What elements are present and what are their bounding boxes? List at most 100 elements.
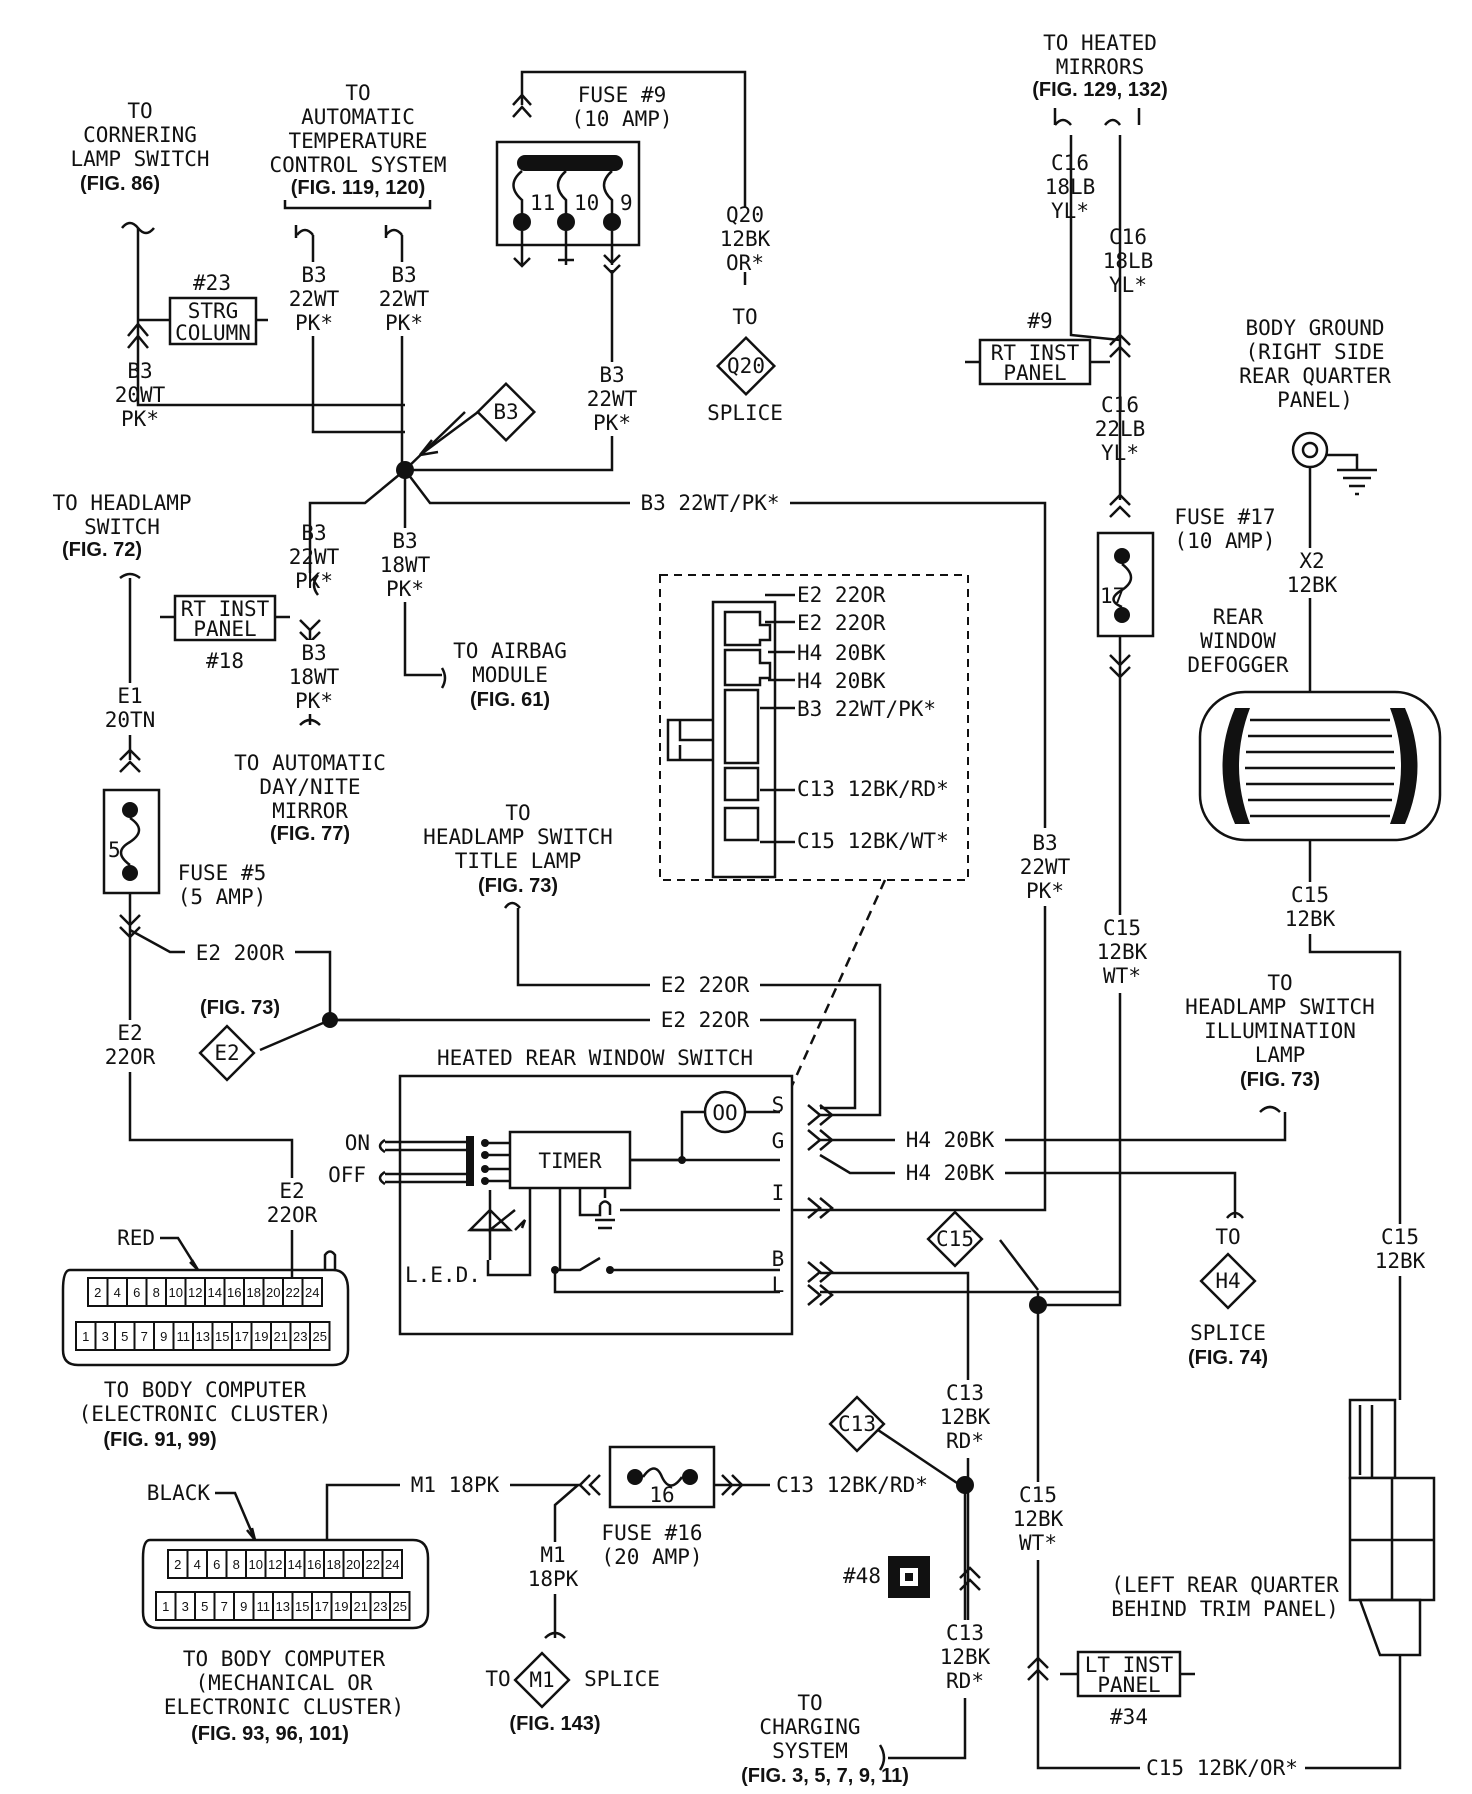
svg-text:CONTROL SYSTEM: CONTROL SYSTEM <box>269 153 446 177</box>
svg-text:TO: TO <box>1267 971 1292 995</box>
svg-text:17: 17 <box>1100 584 1125 608</box>
pin-number: 7 <box>141 1329 148 1344</box>
svg-text:22WT: 22WT <box>289 287 340 311</box>
svg-text:22WT: 22WT <box>289 545 340 569</box>
svg-text:22WT: 22WT <box>379 287 430 311</box>
b3-right-label: B3 22WT PK* <box>1018 828 1072 906</box>
svg-text:PK*: PK* <box>593 411 631 435</box>
pin-number: 19 <box>254 1329 268 1344</box>
wires <box>128 70 1402 1770</box>
svg-text:B3: B3 <box>391 263 416 287</box>
h4-wire-labels: H4 20BK H4 20BK <box>895 1127 1005 1186</box>
svg-text:REAR QUARTER: REAR QUARTER <box>1239 364 1391 388</box>
b3-atc1-label: B3 22WT PK* <box>288 262 340 336</box>
svg-text:TO AUTOMATIC: TO AUTOMATIC <box>234 751 386 775</box>
e2-200r-label: E2 20OR <box>185 940 295 966</box>
pin-number: 20 <box>266 1285 280 1300</box>
svg-text:(LEFT REAR QUARTER: (LEFT REAR QUARTER <box>1111 1573 1339 1597</box>
pin-number: 6 <box>213 1557 220 1572</box>
c15-wt2-label: C15 12BK WT* <box>1008 1482 1068 1560</box>
rt-inst-panel-9: #9 RT INST PANEL <box>965 309 1110 386</box>
pin-cell <box>309 1321 331 1351</box>
pin-number: 17 <box>235 1329 249 1344</box>
svg-text:PK*: PK* <box>1026 879 1064 903</box>
svg-text:S: S <box>772 1093 785 1117</box>
svg-text:B: B <box>772 1247 785 1271</box>
svg-text:C15: C15 <box>1291 883 1329 907</box>
svg-text:C13: C13 <box>946 1621 984 1645</box>
pin-cell <box>301 1277 323 1307</box>
svg-text:YL*: YL* <box>1051 199 1089 223</box>
svg-text:C15: C15 <box>1103 916 1141 940</box>
svg-text:RT INST: RT INST <box>181 597 270 621</box>
connector-symbols <box>119 93 1281 1771</box>
svg-text:(FIG. 143): (FIG. 143) <box>509 1713 600 1735</box>
pin-number: 8 <box>153 1285 160 1300</box>
daynite-label: TO AUTOMATIC DAY/NITE MIRROR (FIG. 77) <box>234 751 386 845</box>
svg-text:PK*: PK* <box>385 311 423 335</box>
pin-number: 21 <box>354 1599 368 1614</box>
pin-number: 5 <box>201 1599 208 1614</box>
svg-text:TO BODY COMPUTER: TO BODY COMPUTER <box>104 1378 307 1402</box>
svg-text:C13: C13 <box>838 1412 876 1436</box>
svg-text:LT INST: LT INST <box>1085 1653 1174 1677</box>
pin-number: 13 <box>276 1599 290 1614</box>
svg-text:OFF: OFF <box>328 1163 366 1187</box>
svg-text:12BK: 12BK <box>940 1645 991 1669</box>
svg-text:DAY/NITE: DAY/NITE <box>259 775 360 799</box>
pin-number: 10 <box>169 1285 183 1300</box>
svg-text:C15: C15 <box>936 1227 974 1251</box>
pin-number: 14 <box>288 1557 302 1572</box>
svg-text:H4 20BK: H4 20BK <box>797 641 886 665</box>
fuse16: 16 FUSE #16 (20 AMP) <box>601 1445 716 1569</box>
svg-text:WT*: WT* <box>1103 964 1141 988</box>
svg-text:WINDOW: WINDOW <box>1200 629 1276 653</box>
svg-text:LAMP: LAMP <box>1255 1043 1306 1067</box>
svg-text:(20 AMP): (20 AMP) <box>601 1545 702 1569</box>
svg-text:YL*: YL* <box>1101 441 1139 465</box>
svg-text:12BK: 12BK <box>1013 1507 1064 1531</box>
c16c-label: C16 22LB YL* <box>1095 393 1146 465</box>
svg-text:C15 12BK/WT*: C15 12BK/WT* <box>797 829 949 853</box>
svg-text:16: 16 <box>649 1483 674 1507</box>
svg-text:SYSTEM: SYSTEM <box>772 1739 848 1763</box>
svg-text:SPLICE: SPLICE <box>1190 1321 1266 1345</box>
svg-text:TO: TO <box>1215 1225 1240 1249</box>
svg-text:(FIG. 119, 120): (FIG. 119, 120) <box>291 177 426 199</box>
pin-number: 13 <box>196 1329 210 1344</box>
pin-number: 9 <box>240 1599 247 1614</box>
fuse17: 17 FUSE #17 (10 AMP) <box>1096 505 1276 638</box>
svg-text:TO: TO <box>732 305 757 329</box>
pin-number: 20 <box>346 1557 360 1572</box>
svg-text:H4 20BK: H4 20BK <box>906 1128 995 1152</box>
svg-text:C15: C15 <box>1019 1483 1057 1507</box>
svg-text:C13 12BK/RD*: C13 12BK/RD* <box>797 777 949 801</box>
svg-text:TO BODY COMPUTER: TO BODY COMPUTER <box>183 1647 386 1671</box>
b3-horizontal-label: B3 22WT/PK* <box>630 490 790 516</box>
c15-splice: C15 <box>926 1210 984 1268</box>
pin-number: 21 <box>274 1329 288 1344</box>
svg-text:FUSE #16: FUSE #16 <box>601 1521 702 1545</box>
e2-splice: (FIG. 73) E2 <box>198 997 280 1082</box>
svg-text:C16: C16 <box>1051 151 1089 175</box>
svg-text:C16: C16 <box>1109 225 1147 249</box>
lt-inst-panel-34: LT INST PANEL #34 <box>1060 1650 1195 1729</box>
svg-text:E2: E2 <box>117 1021 142 1045</box>
svg-text:X2: X2 <box>1299 549 1324 573</box>
fuse9-block: FUSE #9 (10 AMP) 11 10 9 <box>495 83 673 275</box>
svg-text:OO: OO <box>712 1101 737 1125</box>
svg-text:12BK: 12BK <box>1287 573 1338 597</box>
svg-text:SWITCH: SWITCH <box>84 515 160 539</box>
svg-text:MODULE: MODULE <box>472 663 548 687</box>
svg-text:12BK: 12BK <box>1375 1249 1426 1273</box>
cornering-lamp-label: TO CORNERING LAMP SWITCH (FIG. 86) <box>70 99 209 195</box>
pin-number: 17 <box>315 1599 329 1614</box>
title-lamp-label: TO HEADLAMP SWITCH TITLE LAMP (FIG. 73) <box>423 801 613 897</box>
svg-text:CORNERING: CORNERING <box>83 123 197 147</box>
svg-text:Q20: Q20 <box>727 354 765 378</box>
c13-wire-label: C13 12BK/RD* <box>770 1472 935 1498</box>
pin-number: 25 <box>393 1599 407 1614</box>
svg-text:TO: TO <box>505 801 530 825</box>
svg-text:18PK: 18PK <box>528 1567 579 1591</box>
